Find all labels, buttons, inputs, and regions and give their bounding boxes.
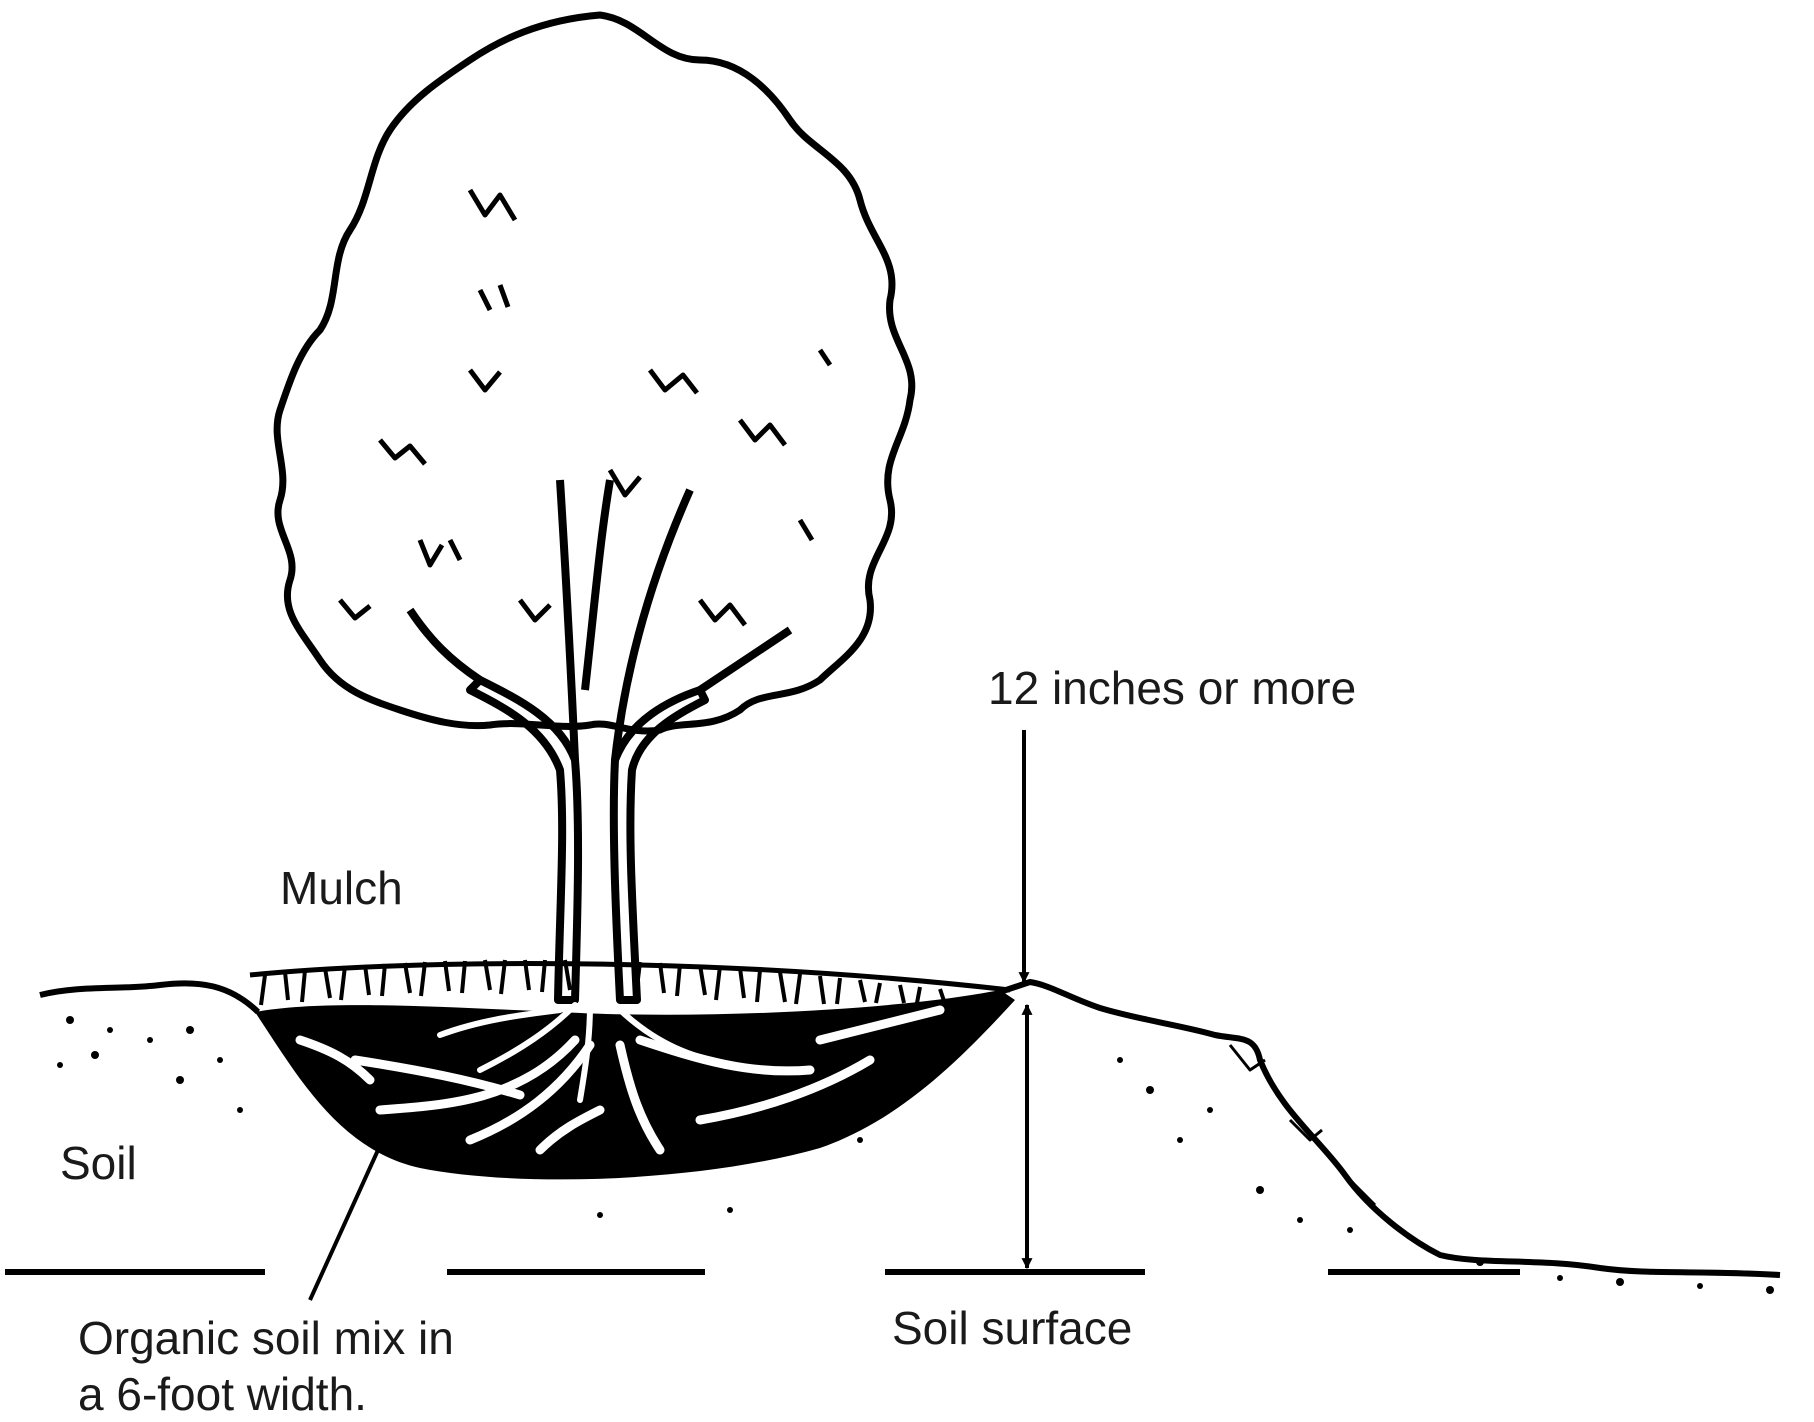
organic-mix-label-line2: a 6-foot width. [78, 1368, 367, 1421]
organic-soil-mix [255, 990, 1015, 1180]
mulch-label: Mulch [280, 862, 403, 914]
organic-mix-arrow [308, 1126, 390, 1301]
tree-canopy [273, 11, 916, 735]
mulch-layer [249, 959, 1011, 1006]
organic-mix-label-line1: Organic soil mix in [78, 1312, 454, 1364]
height-dimension [1018, 730, 1033, 1270]
height-note-label: 12 inches or more [988, 662, 1357, 714]
tree-trunk [406, 479, 793, 1004]
tree-roots [437, 1002, 713, 1103]
organic-mix-label: Organic soil mix in a 6-foot width. [78, 1310, 454, 1422]
ground-profile [39, 979, 1781, 1278]
soil-label: Soil [60, 1137, 137, 1189]
soil-speckles [57, 1016, 1774, 1294]
soil-surface-label: Soil surface [892, 1302, 1133, 1354]
